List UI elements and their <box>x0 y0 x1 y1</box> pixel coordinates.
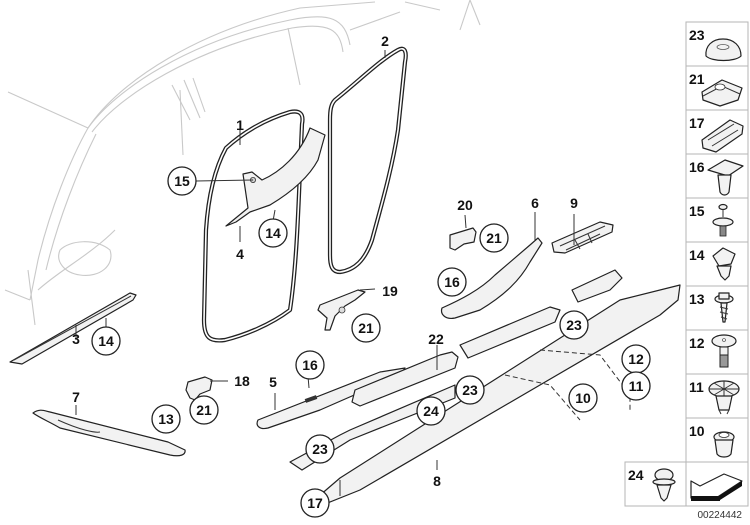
pin-bolt-icon <box>711 334 737 368</box>
label-8: 8 <box>433 473 441 489</box>
callout-16-sill-front: 16 <box>295 350 325 380</box>
legend-item-21: 21 <box>689 71 743 107</box>
svg-text:14: 14 <box>98 333 114 349</box>
part-18-bracket <box>185 376 213 401</box>
svg-text:14: 14 <box>689 247 705 263</box>
part-19-bracket <box>317 289 366 331</box>
svg-text:10: 10 <box>575 390 591 406</box>
svg-text:14: 14 <box>265 225 281 241</box>
legend-item-17: 17 <box>689 115 744 153</box>
legend-item-24: 24 <box>628 467 676 502</box>
legend-item-15: 15 <box>689 203 734 237</box>
callout-10: 10 <box>568 383 598 413</box>
direction-arrow-icon <box>690 473 743 501</box>
callout-23-middle: 23 <box>455 375 485 405</box>
svg-text:24: 24 <box>628 467 644 483</box>
label-22: 22 <box>428 331 444 347</box>
callout-12: 12 <box>621 344 651 374</box>
part-2-rear-door-seal <box>327 46 408 275</box>
callout-23-lower: 23 <box>305 434 335 464</box>
callout-23-upper: 23 <box>559 310 589 340</box>
push-clip-icon <box>652 468 676 502</box>
label-18: 18 <box>234 373 250 389</box>
legend-item-11: 11 <box>689 379 740 415</box>
car-body-outline <box>4 0 481 326</box>
reference-lines <box>504 349 631 421</box>
svg-text:21: 21 <box>486 230 502 246</box>
callout-16-sill-rear: 16 <box>437 267 467 297</box>
callout-21-bracket-20: 21 <box>479 223 509 253</box>
label-7: 7 <box>72 389 80 405</box>
label-20: 20 <box>457 197 473 213</box>
star-clip-icon <box>708 380 740 415</box>
svg-text:16: 16 <box>444 274 460 290</box>
circled-callouts: 15 14 14 21 16 21 16 23 21 13 23 24 23 1… <box>91 166 651 518</box>
grommet-plug-icon <box>705 38 742 62</box>
svg-text:24: 24 <box>423 403 439 419</box>
callout-17: 17 <box>300 488 330 518</box>
fastener-legend: 23 21 17 16 <box>624 21 749 521</box>
svg-text:13: 13 <box>158 411 174 427</box>
part-6-sill-cover <box>440 237 543 319</box>
label-4: 4 <box>236 246 244 262</box>
callout-21-bracket-18: 21 <box>189 395 219 425</box>
callout-14-pillar: 14 <box>258 218 288 248</box>
callout-13: 13 <box>151 404 181 434</box>
part-3-sill-strip <box>9 292 137 365</box>
legend-item-13: 13 <box>689 291 734 323</box>
svg-text:11: 11 <box>629 378 644 394</box>
callout-15: 15 <box>167 166 197 196</box>
spring-nut-clip-icon <box>701 79 743 107</box>
callout-21-bracket-19: 21 <box>351 313 381 343</box>
holder-clip-icon <box>701 119 744 153</box>
svg-text:12: 12 <box>689 335 705 351</box>
svg-text:15: 15 <box>174 173 190 189</box>
legend-item-10: 10 <box>689 423 735 458</box>
legend-item-23: 23 <box>689 27 742 62</box>
leader-lines <box>75 50 575 470</box>
svg-text:11: 11 <box>689 379 704 395</box>
svg-text:13: 13 <box>689 291 705 307</box>
drawing-number: 00224442 <box>698 510 743 521</box>
callout-14-sill: 14 <box>91 326 121 356</box>
clip-icon <box>712 247 736 281</box>
legend-item-14: 14 <box>689 247 736 281</box>
part-1-front-door-seal <box>201 109 305 343</box>
label-5: 5 <box>269 374 277 390</box>
part-4-pillar-trim <box>225 127 326 227</box>
svg-text:16: 16 <box>689 159 705 175</box>
legend-item-12: 12 <box>689 334 737 368</box>
label-19: 19 <box>382 283 398 299</box>
svg-text:21: 21 <box>358 320 374 336</box>
svg-text:15: 15 <box>689 203 705 219</box>
svg-text:23: 23 <box>462 382 478 398</box>
grommet-icon <box>713 431 735 458</box>
svg-text:21: 21 <box>689 71 705 87</box>
label-2: 2 <box>381 33 389 49</box>
label-3: 3 <box>72 331 80 347</box>
expanding-rivet-icon <box>707 159 744 196</box>
svg-text:21: 21 <box>196 402 212 418</box>
label-6: 6 <box>531 195 539 211</box>
part-20-bracket <box>449 227 477 251</box>
label-1: 1 <box>236 117 244 133</box>
callout-24: 24 <box>416 396 446 426</box>
screw-icon <box>714 292 734 323</box>
svg-text:17: 17 <box>307 495 323 511</box>
svg-text:16: 16 <box>302 357 318 373</box>
svg-text:17: 17 <box>689 115 705 131</box>
svg-text:23: 23 <box>566 317 582 333</box>
svg-text:23: 23 <box>312 441 328 457</box>
svg-text:10: 10 <box>689 423 705 439</box>
part-9-holder <box>551 221 614 254</box>
label-9: 9 <box>570 195 578 211</box>
legend-item-16: 16 <box>689 159 744 196</box>
push-rivet-icon <box>712 203 734 237</box>
part-7-trim <box>32 409 186 457</box>
callout-11: 11 <box>621 371 651 401</box>
svg-text:23: 23 <box>689 27 705 43</box>
plain-labels: 1 2 3 4 5 6 7 8 9 18 19 20 22 <box>72 33 578 489</box>
svg-text:12: 12 <box>628 351 644 367</box>
